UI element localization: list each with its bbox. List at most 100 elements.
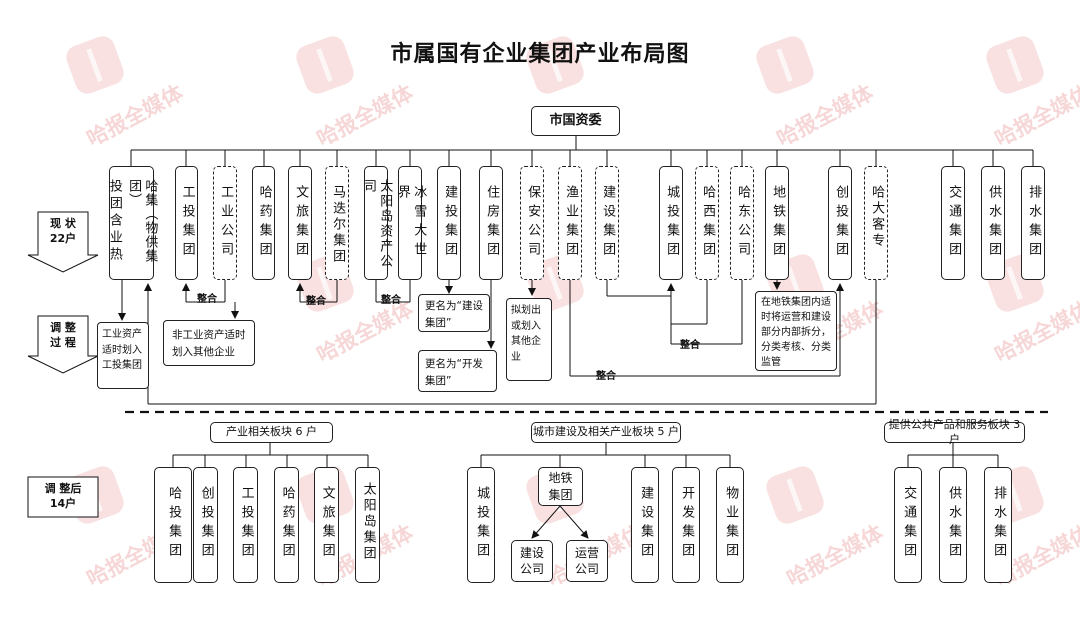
sector-label: 产业相关板块 6 户 — [226, 425, 317, 439]
new-org-jiaotong: 交通集团 — [894, 467, 922, 583]
note-rename-zhufang: 更名为“开发集团” — [418, 350, 497, 392]
sector-label: 提供公共产品和服务板块 3 户 — [888, 417, 1021, 446]
org-label: 交通集团 — [946, 185, 962, 261]
org-label: 工投集团 — [179, 185, 195, 261]
org-wenlv: 文旅集团 — [288, 166, 312, 280]
org-label: 太阳岛资产公司 — [361, 179, 393, 269]
org-label: 渔业集团 — [563, 185, 579, 261]
new-org-hayao: 哈药集团 — [274, 467, 299, 583]
org-yuye: 渔业集团 — [558, 166, 582, 280]
org-label: 物业集团 — [723, 486, 739, 562]
org-hayao: 哈药集团 — [252, 166, 275, 280]
org-paishui: 排水集团 — [1021, 166, 1045, 280]
org-chuangtou: 创投集团 — [828, 166, 852, 280]
org-label: 哈东公司 — [735, 185, 751, 261]
sector-industry-header: 产业相关板块 6 户 — [210, 422, 333, 443]
new-org-jianshe: 建设集团 — [631, 467, 659, 583]
org-gongye: 工业公司 — [213, 166, 237, 280]
sector-public-header: 提供公共产品和服务板块 3 户 — [884, 418, 1025, 446]
org-label: 工业公司 — [218, 185, 234, 261]
stage-after: 调 整后 14户 — [44, 482, 82, 510]
sector-urban-header: 城市建设及相关产业板块 5 户 — [531, 422, 681, 443]
org-label: 开发集团 — [679, 486, 695, 562]
org-label: 建投集团 — [442, 185, 458, 261]
org-label: 住房集团 — [484, 185, 500, 261]
org-label: 哈大客专 — [869, 185, 885, 249]
org-madieer: 马迭尔集团 — [325, 166, 349, 280]
org-baoan: 保安公司 — [520, 166, 544, 280]
org-haxi: 哈西集团 — [695, 166, 719, 280]
org-bingxue: 冰雪大世界 — [395, 166, 426, 280]
new-org-kaifa: 开发集团 — [672, 467, 700, 583]
org-label: 建设集团 — [638, 486, 654, 562]
merge-label: 整合 — [596, 371, 616, 382]
org-chengtou: 城投集团 — [659, 166, 683, 280]
new-org-hatou: 哈投集团 — [154, 467, 192, 583]
new-org-ditie: 地铁集团 — [538, 467, 583, 506]
org-label: 城投集团 — [664, 185, 680, 261]
new-org-chengtou: 城投集团 — [467, 467, 495, 583]
stage-process: 调 整 过 程 — [50, 321, 76, 349]
org-label: 创投集团 — [833, 185, 849, 261]
org-label: 创投集团 — [198, 486, 214, 562]
org-label: 排水集团 — [1026, 185, 1042, 261]
new-org-chuangtou: 创投集团 — [193, 467, 218, 583]
org-label: 文旅集团 — [293, 185, 309, 261]
org-jiaotong: 交通集团 — [941, 166, 965, 280]
org-hadong: 哈东公司 — [730, 166, 754, 280]
org-label: 投团含业热 — [106, 179, 122, 264]
org-label: 排水集团 — [991, 486, 1007, 562]
new-org-wuye: 物业集团 — [716, 467, 744, 583]
new-org-gongtou: 工投集团 — [233, 467, 258, 583]
org-label: 文旅集团 — [319, 486, 335, 562]
org-label: 建设公司 — [519, 545, 544, 576]
note-industrial-assets: 工业资产适时划入工投集团 — [97, 322, 149, 389]
merge-label: 整合 — [680, 340, 700, 351]
org-label: 地铁集团 — [548, 471, 573, 502]
org-label: 哈药集团 — [256, 185, 272, 261]
org-zhufang: 住房集团 — [479, 166, 503, 280]
org-label: 冰雪大世界 — [395, 185, 427, 261]
org-label: 供水集团 — [946, 486, 962, 562]
org-label: 保安公司 — [525, 185, 541, 261]
org-label: 交通集团 — [901, 486, 917, 562]
root-node: 市国资委 — [531, 106, 620, 136]
org-hadakezhuan: 哈大客专 — [864, 166, 888, 280]
page-title: 市属国有企业集团产业布局图 — [390, 42, 690, 67]
merge-label: 整合 — [306, 296, 326, 307]
org-label: 运营公司 — [574, 545, 599, 576]
note-non-industrial: 非工业资产适时划入其他企业 — [163, 320, 255, 366]
org-gongtou: 工投集团 — [175, 166, 198, 280]
new-org-taiyangdao: 太阳岛集团 — [355, 467, 380, 583]
note-metro-split: 在地铁集团内适时将运营和建设部分内部拆分，分类考核、分类监管 — [755, 291, 837, 371]
sub-yunying-company: 运营公司 — [566, 540, 608, 582]
org-label: 哈集（物供集团） — [126, 179, 158, 263]
org-jiantou: 建投集团 — [437, 166, 461, 280]
org-label: 哈西集团 — [700, 185, 716, 261]
org-label: 建设集团 — [600, 185, 616, 261]
org-label: 工投集团 — [238, 486, 254, 562]
merge-label: 整合 — [197, 294, 217, 305]
org-jianshe: 建设集团 — [595, 166, 619, 280]
org-label: 城投集团 — [474, 486, 490, 562]
new-org-paishui: 排水集团 — [984, 467, 1012, 583]
org-ditie: 地铁集团 — [765, 166, 789, 280]
root-label: 市国资委 — [549, 113, 602, 129]
stage-current: 现 状 22户 — [49, 217, 77, 245]
sub-jianshe-company: 建设公司 — [511, 540, 553, 582]
org-label: 马迭尔集团 — [330, 185, 346, 265]
org-label: 地铁集团 — [770, 185, 786, 261]
org-label: 供水集团 — [986, 185, 1002, 261]
sector-label: 城市建设及相关产业板块 5 户 — [533, 425, 679, 439]
org-label: 哈投集团 — [166, 486, 182, 562]
note-rename-jiantou: 更名为“建设集团” — [418, 294, 490, 332]
org-label: 太阳岛集团 — [360, 482, 376, 562]
new-org-gongshui: 供水集团 — [939, 467, 967, 583]
merge-label: 整合 — [381, 295, 401, 306]
org-taiyangdao: 太阳岛资产公司 — [361, 166, 392, 280]
org-gongshui: 供水集团 — [981, 166, 1005, 280]
note-transfer-out: 拟划出或划入其他企业 — [506, 298, 552, 381]
new-org-wenlv: 文旅集团 — [314, 467, 339, 583]
org-label: 哈药集团 — [279, 486, 295, 562]
